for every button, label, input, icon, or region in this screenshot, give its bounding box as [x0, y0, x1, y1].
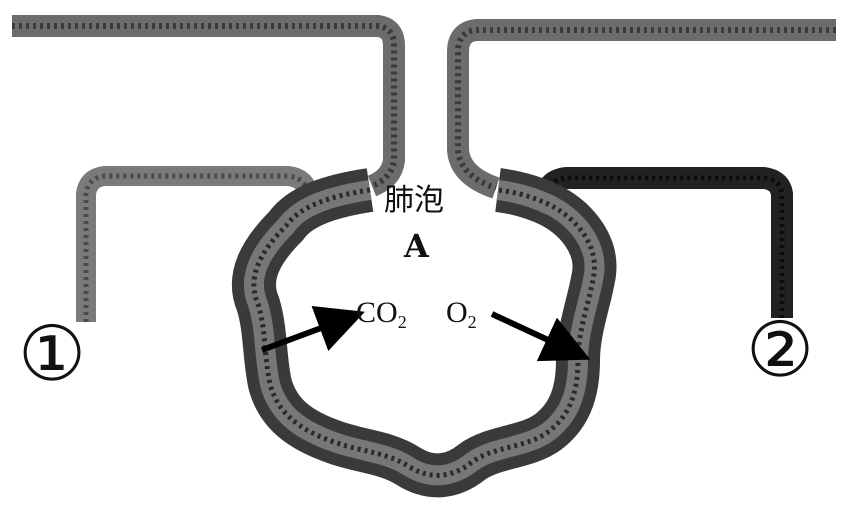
o2-arrow — [490, 311, 591, 362]
alveolus-wall-texture — [251, 187, 597, 478]
co2-base: CO — [356, 296, 398, 329]
airway-right-wall — [447, 19, 836, 199]
airway-right-wall-texture — [455, 27, 836, 191]
vessel-label-left: ① — [18, 309, 87, 398]
vessel-label-right: ② — [746, 305, 815, 394]
co2-label: CO2 — [356, 296, 407, 332]
airway-left-wall-texture — [12, 23, 397, 189]
co2-subscript: 2 — [397, 312, 407, 332]
co2-arrow — [260, 305, 365, 353]
alveolus-letter: A — [404, 227, 429, 265]
o2-base: O — [446, 296, 468, 329]
airway-left-wall — [12, 15, 405, 197]
alveolus-title: 肺泡 — [384, 183, 444, 218]
o2-label: O2 — [446, 296, 477, 332]
o2-subscript: 2 — [467, 312, 477, 332]
